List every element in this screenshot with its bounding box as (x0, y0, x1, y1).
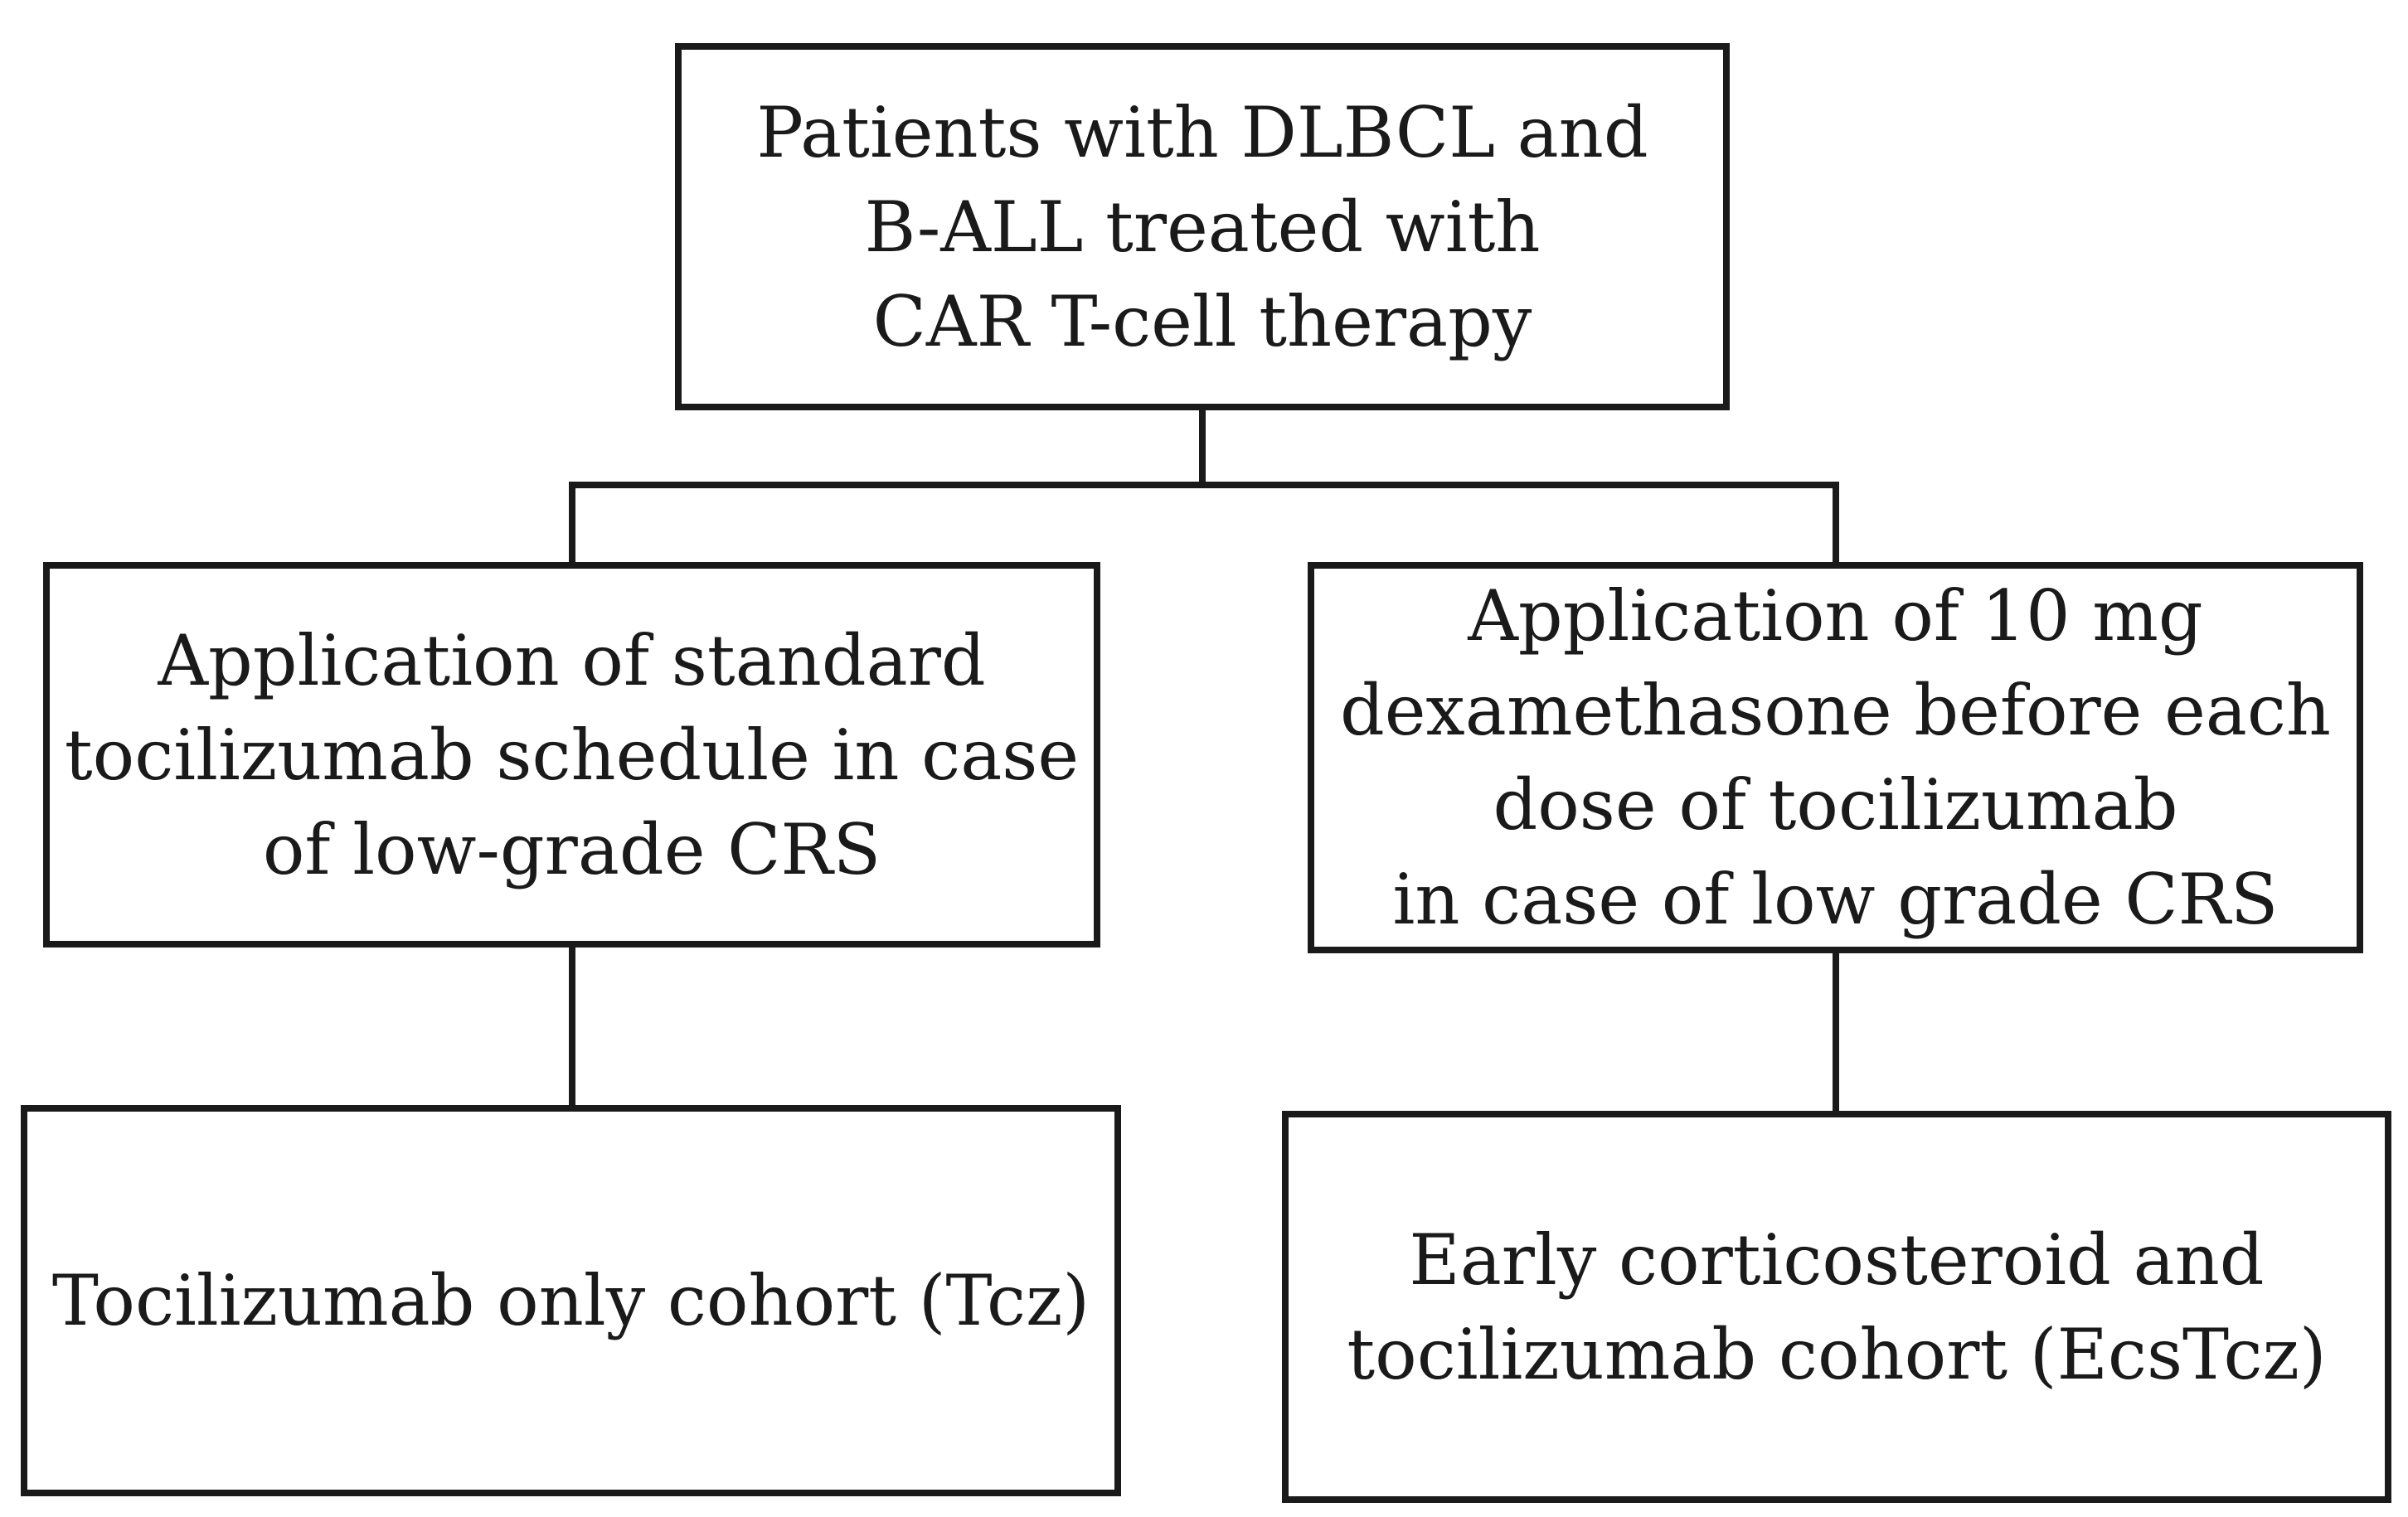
right-arm-line-2: dexamethasone before each (1339, 670, 2332, 751)
left-arm-box-standard-tocilizumab: Application of standard tocilizumab sche… (43, 562, 1100, 948)
left-arm-line-3: of low-grade CRS (262, 808, 881, 890)
root-line-3: CAR T-cell therapy (872, 280, 1532, 362)
root-line-1: Patients with DLBCL and (756, 91, 1648, 173)
right-cohort-text: Early corticosteroid and tocilizumab coh… (1347, 1213, 2326, 1402)
right-arm-line-1: Application of 10 mg (1468, 575, 2203, 657)
right-cohort-line-1: Early corticosteroid and (1409, 1219, 2265, 1301)
left-arm-line-1: Application of standard (158, 619, 986, 701)
right-arm-line-4: in case of low grade CRS (1392, 859, 2279, 940)
right-cohort-line-2: tocilizumab cohort (EcsTcz) (1347, 1313, 2327, 1395)
right-cohort-box-ecstcz: Early corticosteroid and tocilizumab coh… (1282, 1111, 2391, 1503)
left-arm-line-2: tocilizumab schedule in case (64, 714, 1080, 796)
root-box-patients: Patients with DLBCL and B-ALL treated wi… (675, 43, 1730, 410)
left-cohort-line-1: Tocilizumab only cohort (Tcz) (51, 1260, 1090, 1341)
root-line-2: B-ALL treated with (864, 186, 1541, 268)
right-arm-box-dexamethasone: Application of 10 mg dexamethasone befor… (1308, 562, 2363, 953)
left-cohort-text: Tocilizumab only cohort (Tcz) (52, 1253, 1090, 1348)
root-box-text: Patients with DLBCL and B-ALL treated wi… (756, 85, 1648, 369)
left-cohort-box-tcz: Tocilizumab only cohort (Tcz) (21, 1105, 1121, 1496)
left-arm-text: Application of standard tocilizumab sche… (65, 613, 1079, 897)
right-arm-text: Application of 10 mg dexamethasone befor… (1340, 569, 2331, 947)
right-arm-line-3: dose of tocilizumab (1493, 764, 2178, 846)
